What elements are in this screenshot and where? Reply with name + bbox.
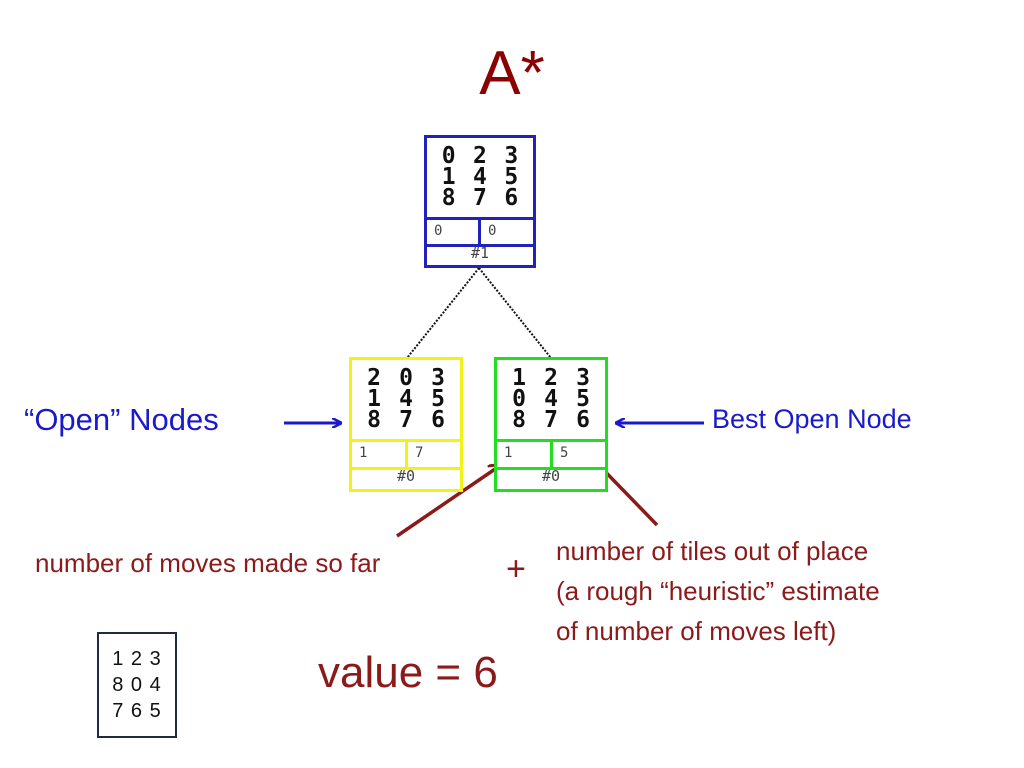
tile: 8	[367, 407, 381, 433]
tile: 3	[504, 143, 519, 169]
heuristic-cell: 0	[488, 223, 497, 239]
tree-edge-left	[406, 267, 480, 359]
node-id: #1	[470, 244, 490, 262]
tile: 7	[399, 407, 413, 433]
tile: 0	[512, 386, 526, 412]
node-id: #0	[396, 467, 416, 485]
tree-edge-right	[478, 267, 552, 359]
goal-row: 1 2 3	[112, 648, 162, 670]
node-id: #0	[541, 467, 561, 485]
moves-count-cell: 1	[352, 442, 408, 467]
tile: 3	[431, 365, 445, 391]
plus-sign: +	[506, 550, 526, 588]
tile: 8	[441, 185, 456, 211]
tile: 6	[431, 407, 445, 433]
root-node: 0 2 3 1 4 5 8 7 6 0 0 #1	[424, 135, 536, 268]
tiles-out-line-3: of number of moves left)	[556, 616, 837, 646]
tile: 2	[473, 143, 487, 169]
tile: 6	[504, 185, 519, 211]
tile: 4	[544, 386, 558, 412]
tile: 5	[431, 386, 445, 412]
moves-made-label: number of moves made so far	[35, 548, 381, 578]
right-node-board: 1 2 3 0 4 5 8 7 6	[497, 360, 605, 439]
tile: 2	[367, 365, 381, 391]
tile: 5	[504, 164, 519, 190]
tile: 8	[512, 407, 526, 433]
tile: 1	[441, 164, 456, 190]
tiles-out-of-place-label: number of tiles out of place (a rough “h…	[556, 531, 880, 651]
moves-arrow	[396, 465, 501, 538]
tile: 5	[576, 386, 590, 412]
tile: 7	[544, 407, 558, 433]
goal-row: 7 6 5	[112, 700, 162, 722]
best-open-node-label: Best Open Node	[712, 404, 912, 434]
heuristic-cell: 5	[560, 445, 569, 461]
tiles-out-line-1: number of tiles out of place	[556, 536, 869, 566]
open-nodes-label: “Open” Nodes	[24, 402, 219, 437]
tile: 3	[576, 365, 590, 391]
tile: 7	[473, 185, 487, 211]
moves-count-cell: 0	[427, 220, 481, 244]
tile: 2	[544, 365, 558, 391]
tile: 0	[441, 143, 456, 169]
best-open-node: 1 2 3 0 4 5 8 7 6 1 5 #0	[494, 357, 608, 492]
goal-row: 8 0 4	[112, 674, 162, 696]
moves-count-cell: 1	[497, 442, 553, 467]
tiles-out-line-2: (a rough “heuristic” estimate	[556, 576, 880, 606]
tile: 0	[399, 365, 413, 391]
open-node-left: 2 0 3 1 4 5 8 7 6 1 7 #0	[349, 357, 463, 492]
goal-state-box: 1 2 3 8 0 4 7 6 5	[97, 632, 177, 738]
tile: 4	[473, 164, 487, 190]
tile: 1	[367, 386, 381, 412]
root-node-board: 0 2 3 1 4 5 8 7 6	[427, 138, 533, 217]
tile: 4	[399, 386, 413, 412]
left-node-board: 2 0 3 1 4 5 8 7 6	[352, 360, 460, 439]
value-label: value = 6	[318, 648, 498, 697]
tile: 6	[576, 407, 590, 433]
heuristic-cell: 7	[415, 445, 424, 461]
tile: 1	[512, 365, 526, 391]
page-title: A*	[479, 39, 545, 108]
